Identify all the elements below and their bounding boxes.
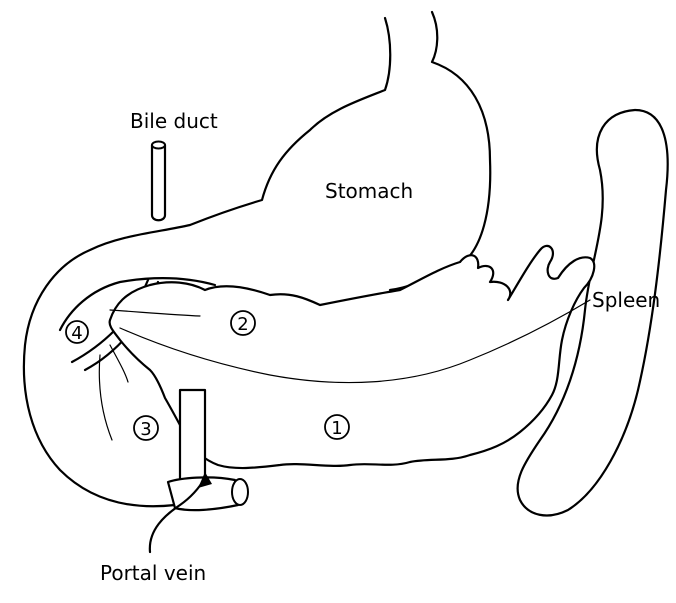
label-spleen: Spleen xyxy=(592,288,660,312)
label-bile-duct: Bile duct xyxy=(130,109,218,133)
marker-2: 2 xyxy=(231,311,255,335)
label-stomach: Stomach xyxy=(325,179,413,203)
marker-4: 4 xyxy=(66,321,88,344)
pancreas-head-line-2 xyxy=(110,345,128,382)
marker-3: 3 xyxy=(134,416,158,440)
marker-3-label: 3 xyxy=(140,419,151,440)
bile-duct-opening xyxy=(152,142,165,149)
stomach-outline-right xyxy=(390,12,490,290)
label-portal-vein: Portal vein xyxy=(100,561,206,585)
marker-4-label: 4 xyxy=(71,323,82,344)
bile-duct-tube xyxy=(152,145,165,220)
portal-vein-opening xyxy=(232,479,248,505)
marker-2-label: 2 xyxy=(237,314,248,335)
marker-1: 1 xyxy=(325,415,349,439)
marker-1-label: 1 xyxy=(331,418,342,439)
pancreas-head-line xyxy=(99,355,112,440)
